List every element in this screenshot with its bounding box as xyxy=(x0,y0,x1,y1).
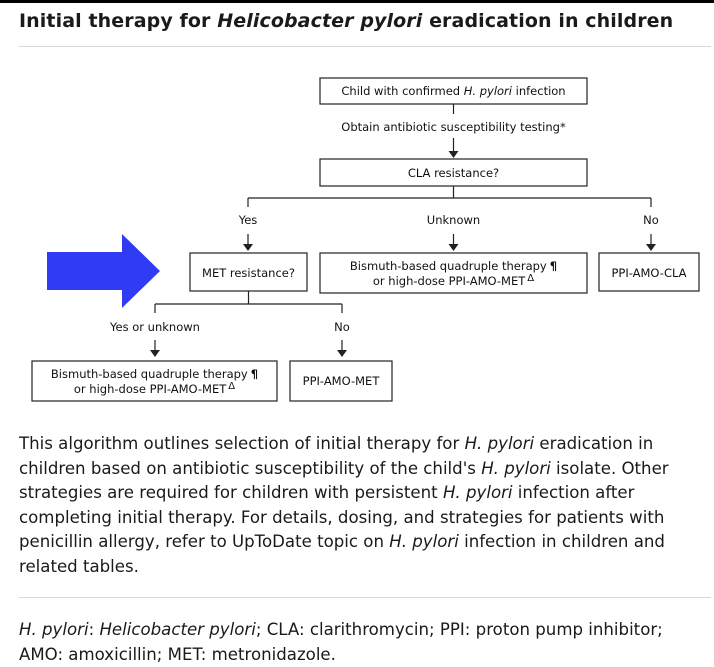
start-box-text: Child with confirmed H. pylori infection xyxy=(341,84,565,98)
arrowhead xyxy=(448,151,459,158)
top-border xyxy=(0,0,714,3)
treatment-flowchart: Child with confirmed H. pylori infection… xyxy=(31,77,700,402)
arrowhead xyxy=(448,244,459,251)
ppi-amo-met-box xyxy=(289,360,393,402)
branch-no-label: No xyxy=(643,213,659,227)
ppi-amo-cla-text: PPI-AMO-CLA xyxy=(611,266,686,280)
highlight-arrow xyxy=(47,234,160,308)
bismuth-therapy-box-2 xyxy=(31,360,278,402)
start-box xyxy=(319,77,588,105)
met-branch-yes-unknown-label: Yes or unknown xyxy=(109,320,200,334)
arrowhead xyxy=(337,350,347,357)
arrowhead xyxy=(150,350,160,357)
branch-yes-label: Yes xyxy=(238,213,258,227)
arrowhead xyxy=(243,244,253,251)
description-paragraph: This algorithm outlines selection of ini… xyxy=(19,434,669,576)
bismuth-therapy-box xyxy=(319,252,588,294)
bismuth-line1-2: Bismuth-based quadruple therapy¶ xyxy=(51,367,258,381)
testing-step: Obtain antibiotic susceptibility testing… xyxy=(341,120,566,134)
page-title: Initial therapy for Helicobacter pylori … xyxy=(19,10,674,32)
met-resistance-text: MET resistance? xyxy=(202,266,295,280)
cla-resistance-text: CLA resistance? xyxy=(408,166,499,180)
arrowhead xyxy=(646,244,656,251)
branch-unknown-label: Unknown xyxy=(427,213,480,227)
abbreviations-footnote: H. pylori: Helicobacter pylori; CLA: cla… xyxy=(19,620,663,664)
met-branch-no-label: No xyxy=(334,320,350,334)
footnote-divider xyxy=(19,597,711,598)
ppi-amo-met-text: PPI-AMO-MET xyxy=(303,374,381,388)
title-divider xyxy=(19,46,711,47)
bismuth-line1: Bismuth-based quadruple therapy¶ xyxy=(350,259,557,273)
ppi-amo-cla-box xyxy=(598,252,700,292)
cla-resistance-box xyxy=(319,158,588,187)
